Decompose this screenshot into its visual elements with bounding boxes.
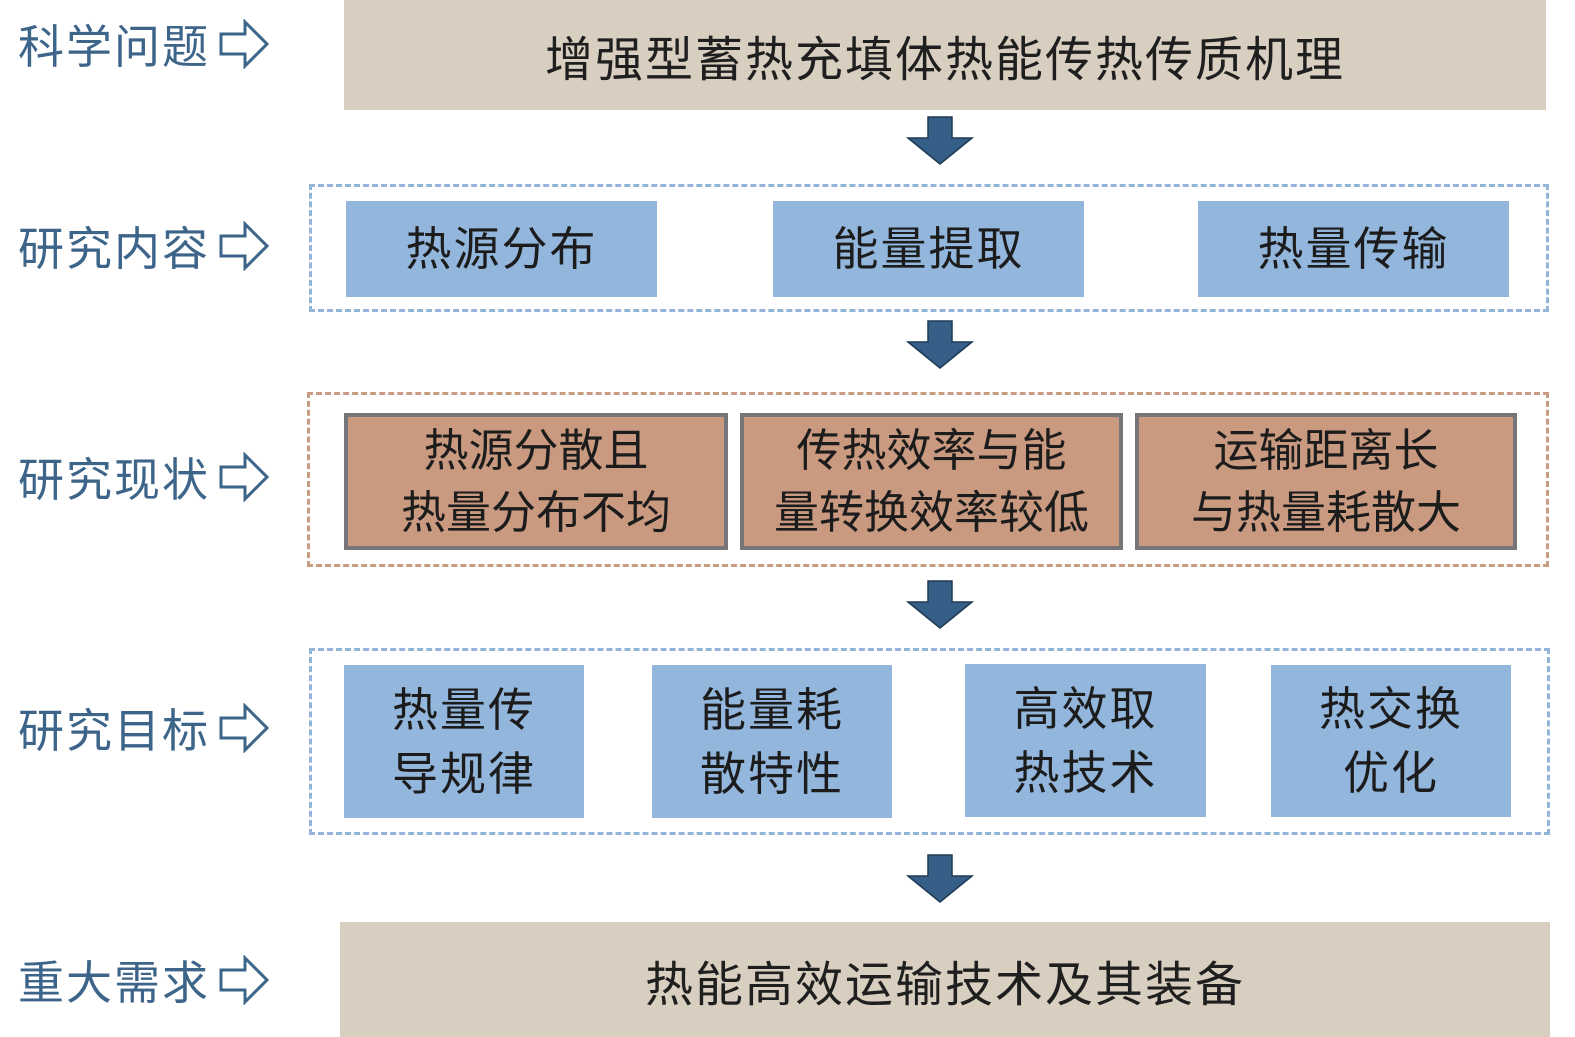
goal-box-heat-exchange: 热交换 优化	[1271, 665, 1511, 817]
goal-box-heat-conduction: 热量传 导规律	[344, 665, 584, 818]
hollow-right-arrow-icon	[219, 955, 270, 1005]
status-box-low-efficiency: 传热效率与能 量转换效率较低	[740, 413, 1123, 550]
content-box-heat-transport: 热量传输	[1198, 201, 1509, 297]
row-label-text: 研究目标	[18, 704, 210, 758]
research-status-group	[307, 392, 1549, 567]
goal-box-energy-dissipation: 能量耗 散特性	[652, 665, 892, 818]
goal-box-text: 能量耗 散特性	[700, 682, 844, 801]
row-label-science-question: 科学问题	[18, 14, 270, 74]
row-label-major-demand: 重大需求	[18, 950, 270, 1010]
status-box-long-distance: 运输距离长 与热量耗散大	[1135, 413, 1517, 550]
row-label-text: 科学问题	[18, 20, 210, 74]
hollow-right-arrow-icon	[219, 703, 270, 753]
row-label-text: 研究现状	[18, 453, 210, 507]
science-question-banner: 增强型蓄热充填体热能传热传质机理	[344, 0, 1546, 110]
row-label-text: 重大需求	[18, 956, 210, 1010]
status-box-text: 热源分散且 热量分布不均	[400, 423, 671, 539]
status-box-dispersed-heat: 热源分散且 热量分布不均	[344, 413, 728, 550]
hollow-right-arrow-icon	[219, 221, 270, 271]
row-label-research-status: 研究现状	[18, 447, 270, 507]
research-content-group	[309, 184, 1549, 312]
hollow-right-arrow-icon	[219, 19, 270, 69]
major-demand-text: 热能高效运输技术及其装备	[644, 956, 1245, 1013]
research-goals-group	[309, 648, 1550, 835]
content-box-heat-source: 热源分布	[346, 201, 657, 297]
hollow-right-arrow-icon	[219, 452, 270, 502]
goal-box-text: 热量传 导规律	[392, 682, 536, 801]
content-box-text: 热源分布	[405, 222, 598, 276]
science-question-text: 增强型蓄热充填体热能传热传质机理	[544, 32, 1345, 88]
goal-box-text: 高效取 热技术	[1013, 681, 1158, 800]
down-arrow-icon	[906, 580, 974, 629]
row-label-research-goals: 研究目标	[18, 698, 270, 758]
content-box-text: 能量提取	[832, 222, 1025, 276]
major-demand-banner: 热能高效运输技术及其装备	[340, 922, 1550, 1037]
goal-box-text: 热交换 优化	[1319, 682, 1463, 800]
status-box-text: 运输距离长 与热量耗散大	[1190, 423, 1461, 539]
goal-box-heat-extraction: 高效取 热技术	[965, 664, 1206, 817]
down-arrow-icon	[906, 854, 974, 903]
content-box-text: 热量传输	[1257, 222, 1450, 276]
down-arrow-icon	[906, 116, 974, 165]
row-label-research-content: 研究内容	[18, 216, 270, 276]
down-arrow-icon	[906, 320, 974, 369]
status-box-text: 传热效率与能 量转换效率较低	[773, 423, 1089, 539]
content-box-energy-extraction: 能量提取	[773, 201, 1084, 297]
row-label-text: 研究内容	[18, 222, 210, 276]
